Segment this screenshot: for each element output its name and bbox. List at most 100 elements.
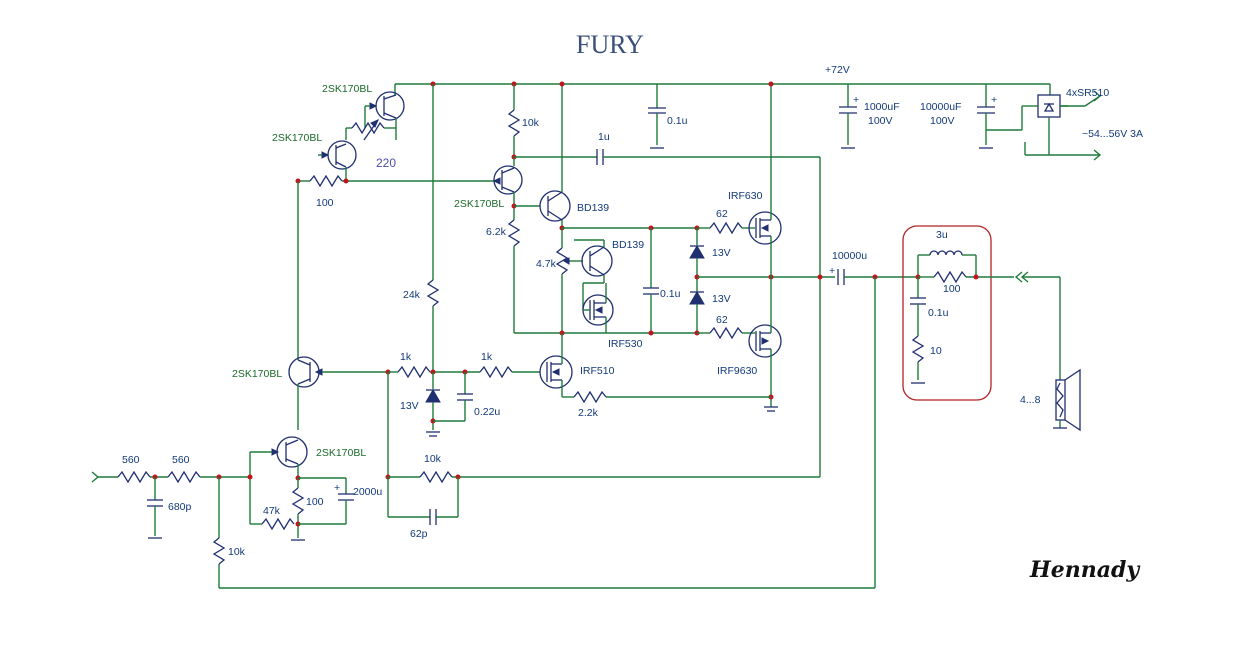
mosfet-irf630 (748, 81, 782, 320)
jfet-mid (492, 157, 523, 220)
supply-rail (394, 83, 1050, 95)
resistor-100-source (291, 477, 346, 541)
jfet-mid-label: 2SK170BL (454, 198, 504, 210)
trimmer-220 (345, 119, 397, 141)
cap-01u-top-label: 0.1u (667, 115, 688, 127)
mosfet-irf9630-label: IRF9630 (717, 365, 757, 377)
cap-2000u: + (298, 478, 354, 525)
feedback-network (385, 470, 820, 525)
ac-input-label: ~54...56V 3A (1082, 128, 1143, 140)
cap-01u-mid (643, 228, 659, 336)
zener-13v-left (425, 372, 441, 437)
cap-01u-top (648, 84, 666, 149)
resistor-24k (426, 81, 440, 373)
resistor-560-b-label: 560 (172, 454, 190, 466)
bjt-bd139-top-label: BD139 (577, 202, 609, 214)
resistor-10k-top (507, 81, 521, 160)
svg-text:+: + (853, 94, 859, 106)
cap-2000u-label: 2000u (353, 486, 382, 498)
jfet-top-1-label: 2SK170BL (322, 83, 372, 95)
cap-10000u-label: 10000u (832, 250, 867, 262)
mosfet-irf630-label: IRF630 (728, 190, 763, 202)
cap-680p-label: 680p (168, 501, 192, 513)
jfet-top-1 (364, 91, 405, 128)
jfet-input-label: 2SK170BL (316, 447, 366, 459)
zener-13v-top (689, 228, 705, 292)
zener-13v-bottom-label: 13V (712, 293, 731, 305)
resistor-10-output-label: 10 (930, 345, 942, 357)
jfet-left-label: 2SK170BL (232, 368, 282, 380)
mosfet-irf510 (539, 333, 574, 398)
resistor-10k-ground-label: 10k (228, 546, 246, 558)
pot-4-7k-label: 4.7k (536, 258, 557, 270)
cap-10000uf-voltage: 100V (930, 115, 955, 127)
resistor-62-bottom (697, 326, 755, 340)
resistor-6-2k-label: 6.2k (486, 226, 507, 238)
resistor-62-top (697, 221, 755, 235)
resistor-24k-label: 24k (403, 289, 421, 301)
svg-text:+: + (829, 265, 835, 277)
resistor-10k-ground (212, 477, 875, 589)
resistor-100-output (915, 270, 1014, 284)
mosfet-irf530-label: IRF530 (608, 338, 643, 350)
svg-text:+: + (991, 94, 997, 106)
cap-10000u-output: + (829, 265, 918, 588)
resistor-10k-top-label: 10k (522, 117, 540, 129)
resistor-2-2k (573, 390, 771, 404)
cap-01u-output-label: 0.1u (928, 307, 949, 319)
resistor-62-top-label: 62 (716, 208, 728, 220)
cap-10000uf-label: 10000uF (920, 101, 961, 113)
inductor-3u-label: 3u (936, 229, 948, 241)
cap-1000uf-label: 1000uF (864, 101, 900, 113)
resistor-62-bottom-label: 62 (716, 314, 728, 326)
trimmer-220-label: 220 (376, 156, 396, 170)
bjt-bd139-bottom (570, 239, 613, 283)
speaker-label: 4...8 (1020, 394, 1041, 406)
rectifier-label: 4xSR510 (1066, 87, 1109, 99)
resistor-560-a-label: 560 (122, 454, 140, 466)
resistor-100-output-label: 100 (943, 283, 961, 295)
zener-13v-top-label: 13V (712, 247, 731, 259)
pot-4-7k (555, 228, 570, 336)
resistor-10k-fb-label: 10k (424, 453, 442, 465)
zener-13v-left-label: 13V (400, 400, 419, 412)
resistor-100-upper (295, 174, 498, 188)
resistor-47k (250, 517, 295, 531)
cap-62p-label: 62p (410, 528, 428, 540)
output-filter-box (902, 225, 992, 401)
cap-10000uf: + (977, 84, 997, 149)
supply-label: +72V (825, 64, 850, 76)
cap-1u (514, 149, 821, 477)
zobel-network (910, 277, 926, 384)
cap-1000uf: + (839, 84, 859, 149)
bjt-bd139-top (514, 81, 571, 231)
speaker (1014, 271, 1081, 432)
bridge-rectifier (986, 84, 1102, 161)
resistor-1k-b (479, 365, 540, 379)
cap-01u-mid-label: 0.1u (660, 288, 681, 300)
input-network (91, 470, 253, 539)
mosfet-irf510-label: IRF510 (580, 365, 615, 377)
inductor-3u (917, 250, 977, 277)
jfet-left (288, 356, 388, 430)
zener-13v-bottom (689, 291, 705, 336)
cap-022u (433, 372, 473, 422)
cap-022u-label: 0.22u (474, 406, 500, 418)
resistor-6-2k (507, 219, 697, 334)
resistor-100-upper-label: 100 (316, 197, 334, 209)
bjt-bd139-bottom-label: BD139 (612, 239, 644, 251)
svg-text:+: + (334, 482, 340, 494)
jfet-top-2-label: 2SK170BL (272, 132, 322, 144)
designer-signature: Hennady (1029, 557, 1141, 583)
cap-1u-label: 1u (598, 131, 610, 143)
resistor-2-2k-label: 2.2k (578, 407, 599, 419)
jfet-top-2 (318, 140, 357, 182)
schematic-title: FURY (576, 30, 644, 59)
resistor-1k-a-label: 1k (400, 351, 412, 363)
mosfet-irf530 (582, 282, 614, 333)
resistor-100-source-label: 100 (306, 496, 324, 508)
resistor-47k-label: 47k (263, 505, 281, 517)
cap-1000uf-voltage: 100V (868, 115, 893, 127)
resistor-1k-b-label: 1k (481, 351, 493, 363)
